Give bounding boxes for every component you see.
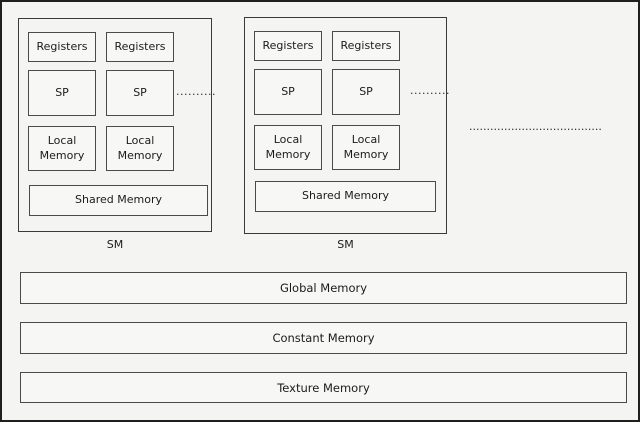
sm-label: SM xyxy=(337,238,354,251)
sp-box: SP xyxy=(254,69,322,115)
ellipsis-dots: .......... xyxy=(176,85,216,98)
constant-memory-bar: Constant Memory xyxy=(20,322,627,354)
sp-box: SP xyxy=(106,70,174,116)
registers-box: Registers xyxy=(254,31,322,61)
sp-box: SP xyxy=(28,70,96,116)
registers-box: Registers xyxy=(332,31,400,61)
sm-block-2: Registers Registers SP SP .......... Loc… xyxy=(244,17,450,234)
sm-label: SM xyxy=(106,238,124,251)
local-memory-box: Local Memory xyxy=(106,126,174,171)
registers-box: Registers xyxy=(106,32,174,62)
shared-memory-box: Shared Memory xyxy=(29,185,208,216)
ellipsis-dots: .......... xyxy=(410,84,450,97)
ellipsis-dots-long: ...................................... xyxy=(469,120,602,133)
local-memory-box: Local Memory xyxy=(254,125,322,170)
sm-block-1: Registers Registers SP SP .......... Loc… xyxy=(18,18,215,232)
texture-memory-bar: Texture Memory xyxy=(20,372,627,403)
shared-memory-box: Shared Memory xyxy=(255,181,436,212)
sp-box: SP xyxy=(332,69,400,115)
registers-box: Registers xyxy=(28,32,96,62)
global-memory-bar: Global Memory xyxy=(20,272,627,304)
local-memory-box: Local Memory xyxy=(332,125,400,170)
local-memory-box: Local Memory xyxy=(28,126,96,171)
